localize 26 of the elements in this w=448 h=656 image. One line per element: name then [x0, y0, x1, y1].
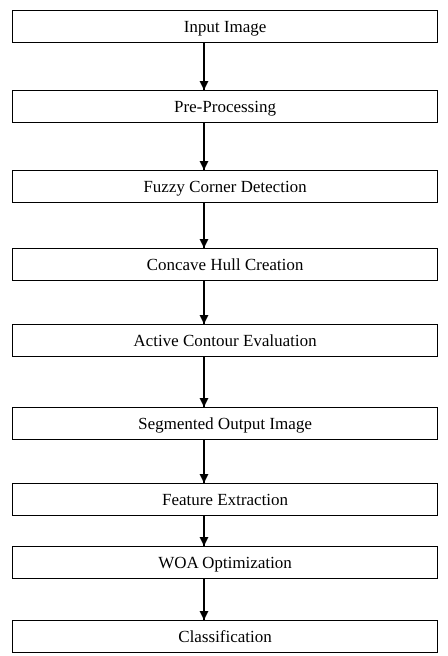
process-box [12, 546, 438, 579]
step-label: Classification [178, 626, 272, 646]
process-box [12, 324, 438, 357]
arrow [200, 579, 208, 620]
process-box [12, 10, 438, 43]
arrow [200, 123, 208, 170]
step-label: Input Image [184, 16, 266, 36]
arrow [200, 440, 208, 483]
process-box [12, 483, 438, 516]
process-box [12, 248, 438, 281]
step-label: Pre-Processing [174, 96, 276, 116]
arrow [200, 43, 208, 90]
step-label: WOA Optimization [158, 552, 292, 572]
process-box [12, 170, 438, 203]
step-label: Segmented Output Image [138, 414, 312, 434]
process-box [12, 407, 438, 440]
arrow [200, 357, 208, 407]
process-box [12, 620, 438, 653]
step-label: Fuzzy Corner Detection [143, 176, 307, 196]
step-label: Active Contour Evaluation [133, 330, 317, 350]
step-label: Concave Hull Creation [146, 254, 304, 274]
arrow [200, 516, 208, 546]
arrow [200, 281, 208, 324]
process-box [12, 90, 438, 123]
step-label: Feature Extraction [162, 490, 288, 510]
arrow [200, 203, 208, 248]
